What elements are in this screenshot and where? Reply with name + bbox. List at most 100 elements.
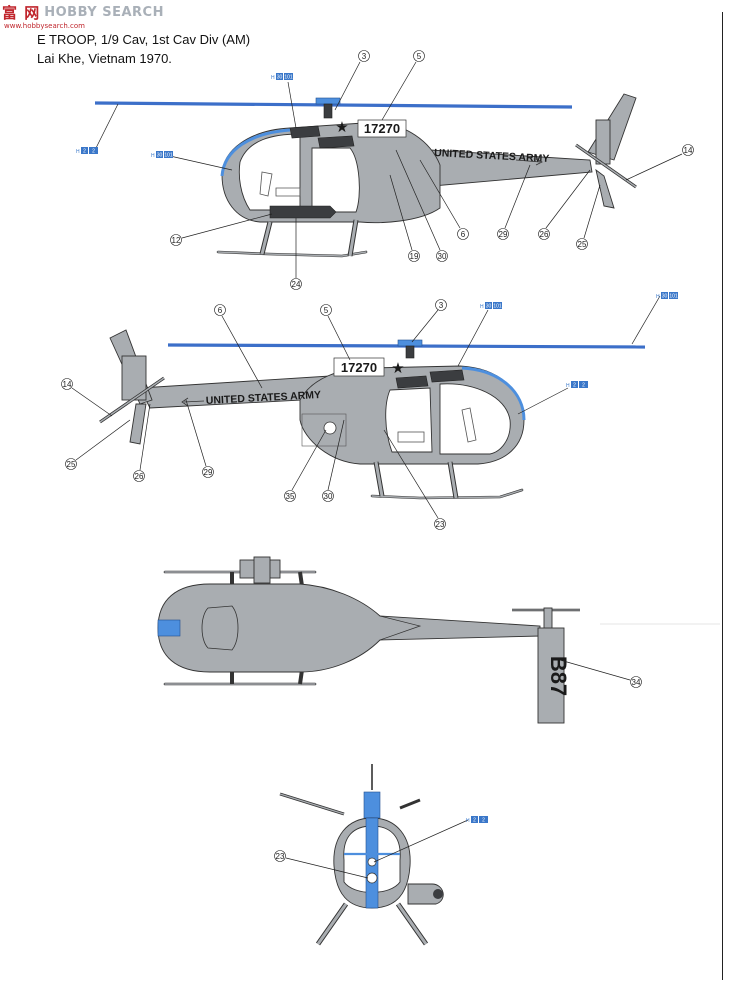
star-insignia: ★ <box>391 360 404 377</box>
svg-text:101: 101 <box>284 75 293 81</box>
callout-side1-26: 26 <box>538 228 550 240</box>
svg-text:H: H <box>271 75 275 81</box>
svg-text:H: H <box>76 149 80 155</box>
rotor-hub <box>397 339 423 347</box>
paint-ref-g: H 2 2 <box>466 816 488 824</box>
svg-text:2: 2 <box>473 818 476 824</box>
minigun-pod <box>269 205 337 219</box>
caption-location: Lai Khe, Vietnam 1970. <box>37 51 172 66</box>
paint-ref-e: H 30 101 <box>656 292 678 300</box>
svg-text:29: 29 <box>204 468 213 477</box>
svg-text:5: 5 <box>324 306 329 315</box>
svg-text:23: 23 <box>276 852 285 861</box>
nose-art-panel <box>301 413 347 447</box>
tail-fin-lower <box>129 403 147 445</box>
nose-stripe <box>157 619 181 637</box>
svg-text:25: 25 <box>67 460 76 469</box>
callout-side2-3: 3 <box>435 299 447 311</box>
callout-side1-6: 6 <box>457 228 469 240</box>
paint-ref-b: H 2 2 <box>76 147 98 155</box>
fuselage <box>157 583 541 673</box>
skull-emblem <box>323 421 337 435</box>
svg-text:26: 26 <box>135 472 144 481</box>
front-view <box>279 764 444 946</box>
paint-ref-c: H 30 101 <box>151 151 173 159</box>
svg-text:5: 5 <box>417 52 422 61</box>
svg-text:2: 2 <box>482 818 485 824</box>
callout-side1-12: 12 <box>170 234 182 246</box>
callout-top-34: 34 <box>630 676 642 688</box>
svg-text:H: H <box>480 304 484 310</box>
svg-text:2: 2 <box>83 149 86 155</box>
caption-unit: E TROOP, 1/9 Cav, 1st Cav Div (AM) <box>37 32 251 47</box>
skid-strut <box>315 902 429 946</box>
svg-text:12: 12 <box>172 236 181 245</box>
svg-text:14: 14 <box>63 380 72 389</box>
main-rotor-blade-right <box>399 798 421 810</box>
callout-side1-5: 5 <box>413 50 425 62</box>
main-rotor-blade <box>94 101 573 109</box>
door-top-panel <box>395 375 429 389</box>
svg-text:101: 101 <box>493 304 502 310</box>
paint-ref-leaders <box>95 81 661 863</box>
svg-text:35: 35 <box>286 492 295 501</box>
skull-emblem <box>366 872 378 884</box>
svg-text:30: 30 <box>277 75 283 81</box>
svg-text:30: 30 <box>157 153 163 159</box>
svg-text:30: 30 <box>486 304 492 310</box>
door-top-panel <box>317 135 355 149</box>
callout-side2-35: 35 <box>284 490 296 502</box>
svg-text:H: H <box>566 383 570 389</box>
side-view-right: 17270 ★ UNITED STATES ARMY <box>99 329 646 500</box>
svg-text:101: 101 <box>669 294 678 300</box>
callout-side2-6: 6 <box>214 304 226 316</box>
svg-text:30: 30 <box>662 294 668 300</box>
svg-text:14: 14 <box>684 146 693 155</box>
skid-strut <box>373 461 459 499</box>
callout-side2-14: 14 <box>61 378 73 390</box>
svg-text:H: H <box>656 294 660 300</box>
canopy-frame <box>461 366 526 421</box>
svg-text:26: 26 <box>540 230 549 239</box>
svg-text:24: 24 <box>292 280 301 289</box>
watermark-logo: 富 网 <box>2 4 41 22</box>
unit-caption: E TROOP, 1/9 Cav, 1st Cav Div (AM) Lai K… <box>37 30 250 68</box>
watermark: 富 网 HOBBY SEARCH <box>2 2 164 23</box>
rotor-hub <box>315 97 341 105</box>
door-window <box>385 387 433 453</box>
canopy-frame <box>220 128 291 177</box>
tail-rotor-housing <box>595 119 611 165</box>
cockpit-roof-panel <box>289 125 321 139</box>
front-window <box>439 383 511 455</box>
tail-code: B87 <box>546 656 571 696</box>
svg-text:34: 34 <box>632 678 641 687</box>
side-view-left: 17270 ★ UNITED STATES ARMY <box>94 93 637 258</box>
svg-text:2: 2 <box>573 383 576 389</box>
svg-text:3: 3 <box>362 52 367 61</box>
paint-refs: H 30 101 H 2 2 H 30 101 H 30 101 H 30 <box>76 73 678 824</box>
cockpit-roof-panel <box>429 369 465 383</box>
serial-number: 17270 <box>364 121 400 136</box>
star-insignia: ★ <box>335 119 348 136</box>
callouts: 3 5 14 6 29 26 25 12 19 30 24 6 5 <box>61 50 694 879</box>
callout-side2-23: 23 <box>434 518 446 530</box>
callout-side1-24: 24 <box>290 278 302 290</box>
callout-side2-5: 5 <box>320 304 332 316</box>
minigun-pod <box>407 883 444 905</box>
roof-hatch <box>201 605 239 651</box>
paint-ref-f: H 2 2 <box>566 381 588 389</box>
paint-ref-a: H 30 101 <box>271 73 293 81</box>
svg-text:H: H <box>151 153 155 159</box>
horizontal-stabilizer <box>537 627 565 724</box>
svg-text:6: 6 <box>218 306 223 315</box>
callout-side1-3: 3 <box>358 50 370 62</box>
svg-text:3: 3 <box>439 301 444 310</box>
front-window <box>238 133 301 211</box>
callout-side2-29: 29 <box>202 466 214 478</box>
callout-side1-14: 14 <box>682 144 694 156</box>
callout-side2-25: 25 <box>65 458 77 470</box>
callout-side1-25: 25 <box>576 238 588 250</box>
paint-ref-d: H 30 101 <box>480 302 502 310</box>
